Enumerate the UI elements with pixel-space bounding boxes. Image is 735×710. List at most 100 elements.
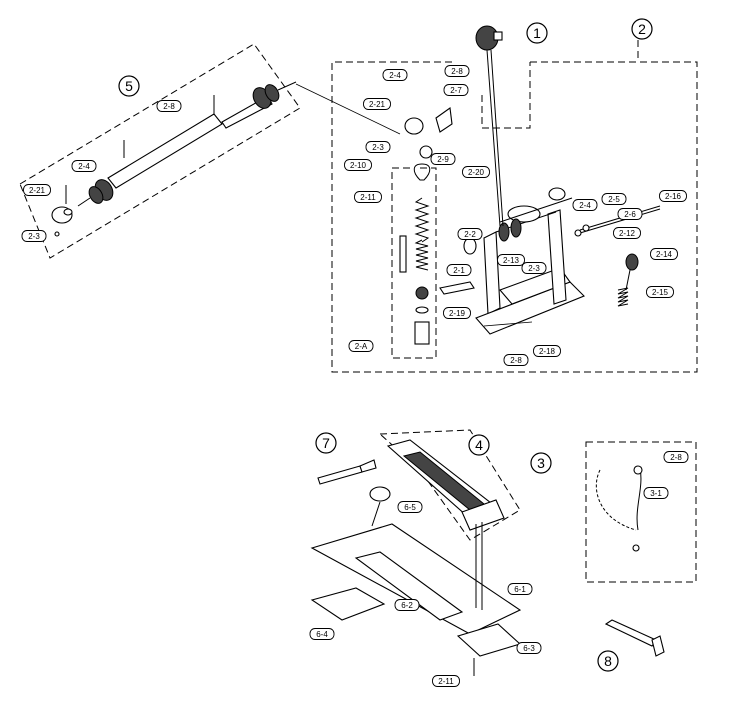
part-tag-frame [444, 65, 470, 77]
part-tag-frame [397, 501, 423, 513]
beater [475, 25, 504, 227]
part-tag-2-12: 2-12 [613, 227, 641, 239]
part-tag-2-21: 2-21 [363, 98, 391, 110]
part-tag-label: 2-8 [670, 453, 682, 462]
callout-circle [597, 650, 619, 672]
callout-number: 2 [638, 21, 646, 37]
part-tag-label: 2-4 [78, 162, 90, 171]
drive-shaft-assembly [51, 81, 297, 237]
part-tag-frame [344, 159, 372, 171]
part-tag-frame [363, 98, 391, 110]
group-box-5 [19, 43, 301, 259]
part-tag-2-11: 2-11 [432, 675, 460, 687]
key-7 [317, 459, 377, 485]
part-tag-frame [643, 487, 669, 499]
callout-number: 7 [322, 435, 330, 451]
part-tag-frame [497, 254, 525, 266]
part-tag-frame [617, 208, 643, 220]
part-tag-label: 2-3 [372, 143, 384, 152]
part-tag-2-7: 2-7 [443, 84, 469, 96]
part-tag-6-4: 6-4 [309, 628, 335, 640]
part-tag-label: 2-11 [438, 677, 454, 686]
part-tag-label: 2-4 [579, 201, 591, 210]
part-tag-2-19: 2-19 [443, 307, 471, 319]
part-tag-frame [446, 264, 472, 276]
part-tag-label: 2-A [355, 342, 368, 351]
part-tag-2-8: 2-8 [503, 354, 529, 366]
part-tag-label: 2-20 [468, 168, 485, 177]
part-tag-2-8: 2-8 [444, 65, 470, 77]
callout-number: 8 [604, 653, 612, 669]
part-tag-label: 6-3 [523, 644, 535, 653]
callout-circle [526, 22, 548, 44]
part-tag-frame [457, 228, 483, 240]
part-tag-label: 2-3 [528, 264, 540, 273]
part-tag-frame [156, 100, 182, 112]
callout-1: 1 [526, 22, 548, 44]
part-tag-2-5: 2-5 [601, 193, 627, 205]
part-tag-2-10: 2-10 [344, 159, 372, 171]
part-tag-2-20: 2-20 [462, 166, 490, 178]
part-tag-frame [521, 262, 547, 274]
part-tag-label: 2-14 [656, 250, 673, 259]
part-tag-frame [516, 642, 542, 654]
callout-number: 5 [125, 78, 133, 94]
part-tag-frame [394, 599, 420, 611]
part-tag-2-4: 2-4 [382, 69, 408, 81]
callout-circle [118, 75, 140, 97]
callout-circle [468, 434, 490, 456]
part-tag-label: 2-5 [608, 195, 620, 204]
part-tag-2-2: 2-2 [457, 228, 483, 240]
part-tag-label: 2-21 [29, 186, 46, 195]
part-tag-label: 2-13 [503, 256, 520, 265]
hex-key-8 [604, 619, 665, 657]
base-plate [310, 522, 522, 676]
part-tag-frame [462, 166, 490, 178]
part-tag-label: 2-21 [369, 100, 386, 109]
part-tag-label: 2-1 [453, 266, 465, 275]
part-tag-label: 2-8 [451, 67, 463, 76]
part-tag-frame [348, 340, 374, 352]
callout-3: 3 [530, 452, 552, 474]
pedal-frame [439, 187, 585, 335]
part-tag-2-13: 2-13 [497, 254, 525, 266]
chain-3 [595, 465, 643, 552]
callout-circle [530, 452, 552, 474]
part-tag-2-18: 2-18 [533, 345, 561, 357]
part-tag-frame [659, 190, 687, 202]
part-tag-3-1: 3-1 [643, 487, 669, 499]
part-tag-2-4: 2-4 [572, 199, 598, 211]
part-tag-2-1: 2-1 [446, 264, 472, 276]
callout-number: 1 [533, 25, 541, 41]
part-tag-label: 2-7 [450, 86, 462, 95]
part-tag-label: 2-10 [350, 161, 367, 170]
part-tag-label: 2-9 [437, 155, 449, 164]
part-tag-frame [430, 153, 456, 165]
part-tag-2-9: 2-9 [430, 153, 456, 165]
part-tag-label: 6-1 [514, 585, 526, 594]
part-tag-frame [354, 191, 382, 203]
part-tag-2-21: 2-21 [23, 184, 51, 196]
callout-number: 4 [475, 437, 483, 453]
part-tag-label: 2-3 [28, 232, 40, 241]
spring-tension-parts [574, 205, 661, 307]
part-tag-frame [646, 286, 674, 298]
group-box-2A [391, 167, 437, 359]
group-box-1 [481, 62, 531, 129]
part-tag-frame [503, 354, 529, 366]
part-tag-6-3: 6-3 [516, 642, 542, 654]
heel-clamp [369, 486, 391, 527]
part-tag-label: 3-1 [650, 489, 662, 498]
part-tag-6-1: 6-1 [507, 583, 533, 595]
part-tag-frame [382, 69, 408, 81]
part-tag-label: 2-2 [464, 230, 476, 239]
part-tag-frame [601, 193, 627, 205]
part-tag-frame [443, 307, 471, 319]
part-tag-2-11: 2-11 [354, 191, 382, 203]
group-box-3 [585, 441, 697, 583]
part-tag-label: 2-19 [449, 309, 466, 318]
part-tag-2-15: 2-15 [646, 286, 674, 298]
callout-4: 4 [468, 434, 490, 456]
part-tag-frame [432, 675, 460, 687]
part-tag-label: 6-2 [401, 601, 413, 610]
